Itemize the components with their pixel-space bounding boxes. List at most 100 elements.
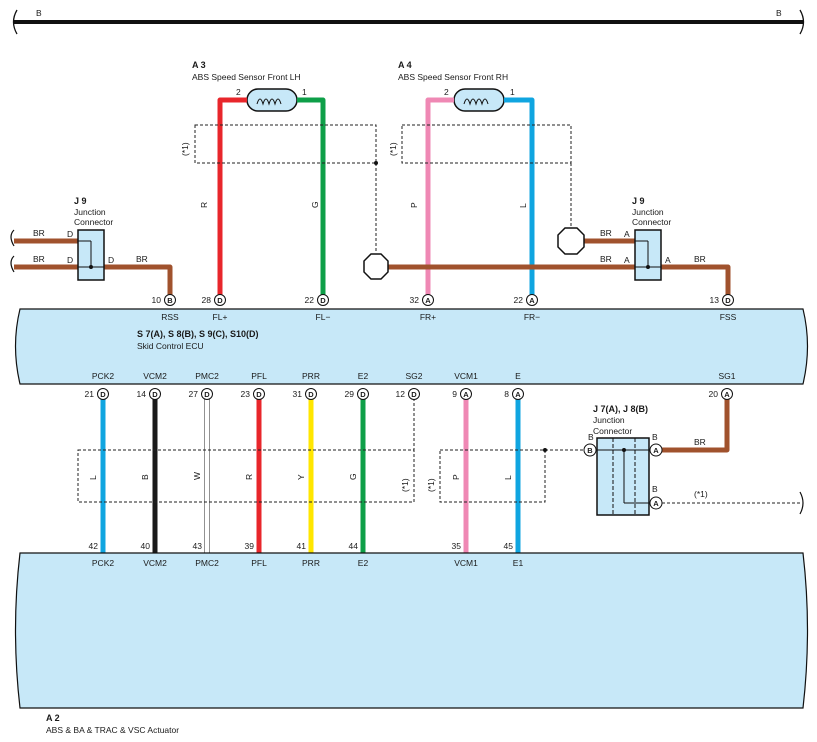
sensor-rh-pin-right: 1 <box>510 87 515 97</box>
junction-lower-pin-b-in: B <box>587 446 593 455</box>
wire-letter-r-pfl: R <box>244 474 254 480</box>
ecu-bottom-pin-3-name: PMC2 <box>195 371 219 381</box>
ecu-bottom-pin-3-conn: D <box>204 390 210 399</box>
ecu-bottom-pin-5-conn: D <box>308 390 314 399</box>
wire-letter-w-pmc2: W <box>192 472 202 480</box>
br-label-3: BR <box>136 254 148 264</box>
sensor-wires: R G P L <box>199 97 535 297</box>
wire-letter-p-vcm1: P <box>451 474 461 480</box>
ecu-bottom-pin-10-conn: A <box>724 390 730 399</box>
actuator-pin-6-name: E2 <box>358 558 369 568</box>
ecu-top-pin-4-name: FR+ <box>420 312 436 322</box>
ecu-bottom-pin-7-conn: D <box>411 390 417 399</box>
junction-right-line2: Connector <box>632 217 671 227</box>
ecu-bottom-pin-6-name: E2 <box>358 371 369 381</box>
bus-right-label: B <box>776 8 782 18</box>
ecu-top-pin-1-conn: B <box>167 296 173 305</box>
actuator-pin-7: 35 VCM1 <box>452 541 479 568</box>
ecu-bottom-pin-5: D 31 PRR <box>293 371 320 400</box>
sensor-lh-name: ABS Speed Sensor Front LH <box>192 72 301 82</box>
ecu-bottom-pin-3: D 27 PMC2 <box>189 371 219 400</box>
ecu-bottom-pin-10-num: 20 <box>709 389 719 399</box>
splice-octagon-lh <box>363 253 389 280</box>
junction-lower-pin-a-out2: A <box>653 499 659 508</box>
actuator-pin-7-name: VCM1 <box>454 558 478 568</box>
ecu-top-pin-2-name: FL+ <box>213 312 228 322</box>
br-label-6: BR <box>694 254 706 264</box>
actuator-pin-2-name: VCM2 <box>143 558 167 568</box>
ecu-bottom-pin-8-conn: A <box>463 390 469 399</box>
actuator-id: A 2 <box>46 713 60 723</box>
actuator-pin-7-num: 35 <box>452 541 462 551</box>
junction-left-line1: Junction <box>74 207 106 217</box>
ecu-top-pin-1: B 10 RSS <box>152 294 179 322</box>
ecu-bottom-pin-6-num: 29 <box>345 389 355 399</box>
sensor-lh-id: A 3 <box>192 60 206 70</box>
ecu-bottom-pin-2-name: VCM2 <box>143 371 167 381</box>
ecu-top-pin-5-conn: A <box>529 296 535 305</box>
ecu-bottom-pin-6: D 29 E2 <box>345 371 369 400</box>
ecu-bottom-pin-10: A 20 SG1 <box>709 371 736 400</box>
br-label-1: BR <box>33 228 45 238</box>
ecu-bottom-pin-7: D 12 SG2 <box>396 371 423 400</box>
ecu-top-pin-6-name: FSS <box>720 312 737 322</box>
actuator-pin-8-name: E1 <box>513 558 524 568</box>
actuator-pin-8-num: 45 <box>504 541 514 551</box>
actuator-pin-4-name: PFL <box>251 558 267 568</box>
junction-left-id: J 9 <box>74 196 87 206</box>
br-label-2: BR <box>33 254 45 264</box>
ecu-bottom-pin-7-num: 12 <box>396 389 406 399</box>
ecu-subtitle: Skid Control ECU <box>137 341 204 351</box>
junction-right-id: J 9 <box>632 196 645 206</box>
ecu-top-pin-1-num: 10 <box>152 295 162 305</box>
ecu-bottom-pin-5-num: 31 <box>293 389 303 399</box>
ecu-bottom-pin-4: D 23 PFL <box>241 371 267 400</box>
skid-control-ecu: S 7(A), S 8(B), S 9(C), S10(D) Skid Cont… <box>14 308 809 385</box>
ecu-top-pin-5-num: 22 <box>514 295 524 305</box>
wire-letter-r: R <box>199 202 209 208</box>
ecu-title: S 7(A), S 8(B), S 9(C), S10(D) <box>137 329 259 339</box>
junction-lower-letter-b3: B <box>652 484 658 494</box>
actuator-pin-6-num: 44 <box>349 541 359 551</box>
wire-letter-y-prr: Y <box>296 474 306 480</box>
shield-note-lower-right: (*1) <box>426 478 436 492</box>
ecu-top-pin-2-conn: D <box>217 296 223 305</box>
ecu-bottom-pin-1-conn: D <box>100 390 106 399</box>
junction-lower-id: J 7(A), J 8(B) <box>593 404 648 414</box>
ecu-bottom-pin-1-num: 21 <box>85 389 95 399</box>
sensor-rh-pin-left: 2 <box>444 87 449 97</box>
sensor-front-rh: A 4 ABS Speed Sensor Front RH 2 1 <box>398 60 515 112</box>
ecu-bottom-pin-2-conn: D <box>152 390 158 399</box>
junction-left-d3: D <box>108 255 114 265</box>
shield-lower-left: (*1) <box>77 398 415 503</box>
shield-rh: (*1) <box>388 124 572 228</box>
ecu-top-pin-6-conn: D <box>725 296 731 305</box>
ecu-bottom-pin-1: D 21 PCK2 <box>85 371 114 400</box>
wire-letter-g-e2: G <box>348 473 358 480</box>
ecu-bottom-pin-8-name: VCM1 <box>454 371 478 381</box>
ecu-top-pin-5-name: FR− <box>524 312 540 322</box>
junction-right-a2: A <box>624 255 630 265</box>
actuator-wires: L B W R Y G P L BR <box>88 397 730 554</box>
ecu-bottom-pin-2-num: 14 <box>137 389 147 399</box>
ecu-top-pin-1-name: RSS <box>161 312 179 322</box>
wire-letter-l-e: L <box>503 475 513 480</box>
harness-brown: BR BR BR BR BR BR <box>10 228 731 297</box>
shield-note-lh: (*1) <box>180 142 190 156</box>
br-label-5: BR <box>600 254 612 264</box>
ecu-bottom-pin-3-num: 27 <box>189 389 199 399</box>
ecu-bottom-pin-4-num: 23 <box>241 389 251 399</box>
ecu-top-pin-4-conn: A <box>425 296 431 305</box>
actuator-pin-5-name: PRR <box>302 558 320 568</box>
wire-letter-l: L <box>518 203 528 208</box>
junction-left-line2: Connector <box>74 217 113 227</box>
ecu-bottom-pin-5-name: PRR <box>302 371 320 381</box>
actuator-pin-8: 45 E1 <box>504 541 524 568</box>
sensor-front-lh: A 3 ABS Speed Sensor Front LH 2 1 <box>192 60 307 112</box>
junction-lower-pin-a-out1: A <box>653 446 659 455</box>
junction-right-a3: A <box>665 255 671 265</box>
ecu-top-pin-2: D 28 FL+ <box>202 294 228 322</box>
shield-lh: (*1) <box>180 124 378 252</box>
junction-lower-line2: Connector <box>593 426 632 436</box>
actuator-pin-5-num: 41 <box>297 541 307 551</box>
